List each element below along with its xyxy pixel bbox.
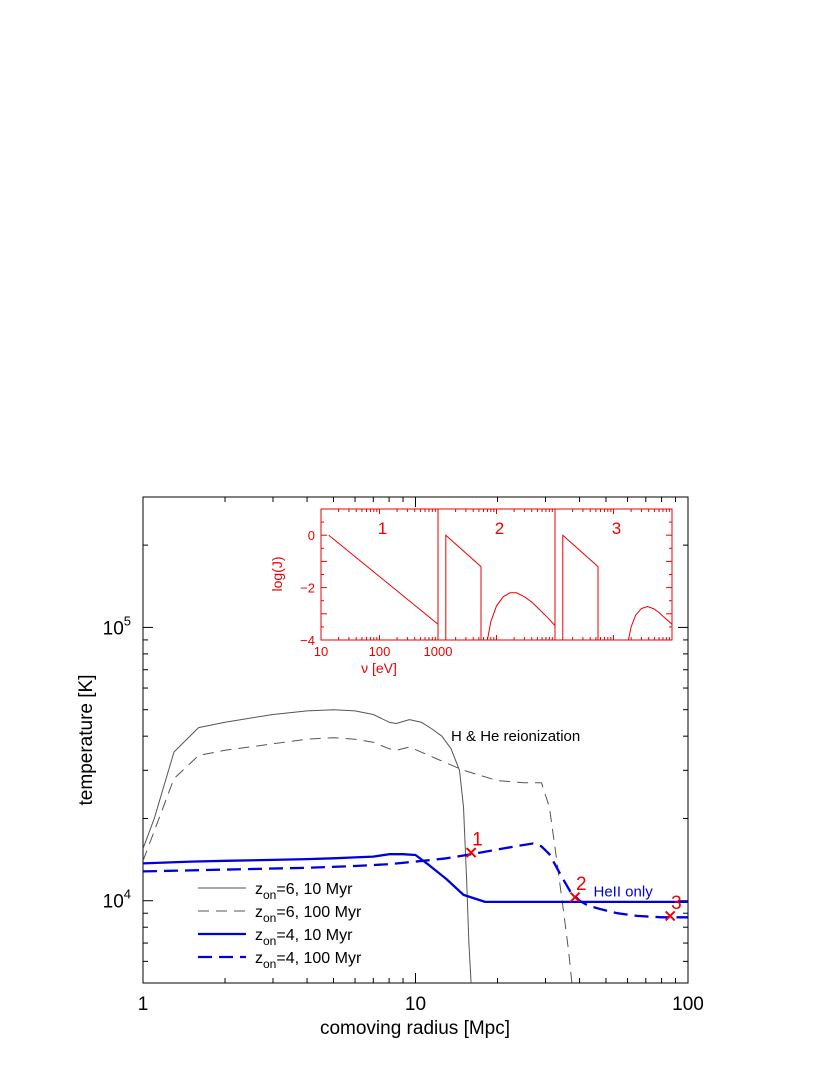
legend-suffix: =4, 10 Myr [276,927,353,944]
inset-spectrum-1-1 [328,534,439,625]
y-tick-base: 10 [103,892,124,913]
main-markers-group: 1 2 3 [465,830,682,922]
legend-subscript: on [263,911,276,925]
legend-label-2: zon=6, 100 Myr [255,904,362,925]
inset-x-tick-label: 1000 [424,644,453,659]
y-tick-exponent: 4 [124,887,131,902]
marker-label-2: 2 [576,874,587,895]
x-axis-label: comoving radius [Mpc] [320,1018,510,1039]
y-tick-label: 104 [103,887,131,913]
x-tick-label: 1 [138,994,149,1015]
series-line-1 [143,709,472,983]
inset-panel-label-1: 1 [378,519,387,538]
legend-prefix: z [255,881,263,898]
inset-panel-label-2: 2 [495,519,504,538]
inset-y-tick-label: 0 [308,528,315,543]
marker-cross-2 [569,892,581,903]
legend-prefix: z [255,927,263,944]
annotation-1: H & He reionization [451,728,580,745]
inset-y-tick-label: −4 [300,633,315,648]
legend-label-4: zon=4, 100 Myr [255,950,362,971]
legend-label-3: zon=4, 10 Myr [255,927,353,948]
inset-spectrum-2-2 [486,592,556,641]
y-tick-label: 105 [103,613,131,639]
marker-cross-1 [465,847,477,858]
series-line-3 [143,853,688,904]
legend-label-1: zon=6, 10 Myr [255,881,353,902]
legend-subscript: on [263,888,276,902]
inset-x-axis-label: ν [eV] [361,660,397,676]
legend-suffix: =4, 100 Myr [276,950,362,967]
inset-spectrum-3-2 [627,605,673,641]
inset-panel-label-3: 3 [612,519,621,538]
legend-prefix: z [255,904,263,921]
main-series-group [143,709,688,983]
inset-spectrum-2-1 [445,534,482,640]
main-axis-ticks [142,496,689,984]
inset-x-tick-label: 100 [369,644,391,659]
legend-subscript: on [263,957,276,971]
inset-y-axis-label: log(J) [269,556,285,591]
y-tick-base: 10 [103,618,124,639]
inset-x-tick-label: 10 [314,644,328,659]
x-tick-label: 100 [672,994,704,1015]
marker-cross-3 [664,910,676,922]
inset-spectra: 1 2 3 0 −2 −410 100 1000 ν [eV] log(J) [269,508,673,676]
x-tick-label: 10 [405,994,426,1015]
inset-spectrum-3-1 [562,534,599,640]
legend-suffix: =6, 10 Myr [276,881,353,898]
marker-label-3: 3 [671,893,682,914]
marker-label-1: 1 [472,830,483,851]
inset-y-tick-label: −2 [300,581,315,596]
legend-prefix: z [255,950,263,967]
legend-subscript: on [263,934,276,948]
legend-suffix: =6, 100 Myr [276,904,362,921]
y-axis-label: temperature [K] [76,675,97,806]
y-tick-exponent: 5 [124,613,131,628]
inset-frame [320,508,673,641]
annotation-2: HeII only [594,884,654,901]
